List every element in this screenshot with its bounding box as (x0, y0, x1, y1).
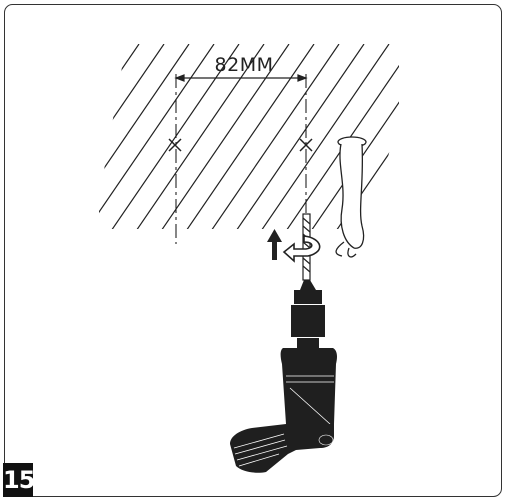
step-number-badge: 15 (3, 463, 35, 497)
frame-border (4, 4, 502, 497)
rotation-arrow-icon (282, 235, 321, 263)
drill-bit-icon (302, 213, 311, 281)
up-arrow-icon (267, 229, 282, 260)
center-lines (175, 74, 307, 244)
diagram-canvas (4, 4, 502, 497)
wall-plug-icon (335, 136, 367, 258)
drill-icon (230, 280, 337, 473)
cross-mark-icon (168, 138, 182, 152)
dimension-label: 82MM (214, 54, 274, 76)
dimension-line (174, 74, 308, 82)
instruction-frame: 82MM (4, 4, 502, 497)
cross-mark-icon (299, 138, 313, 152)
